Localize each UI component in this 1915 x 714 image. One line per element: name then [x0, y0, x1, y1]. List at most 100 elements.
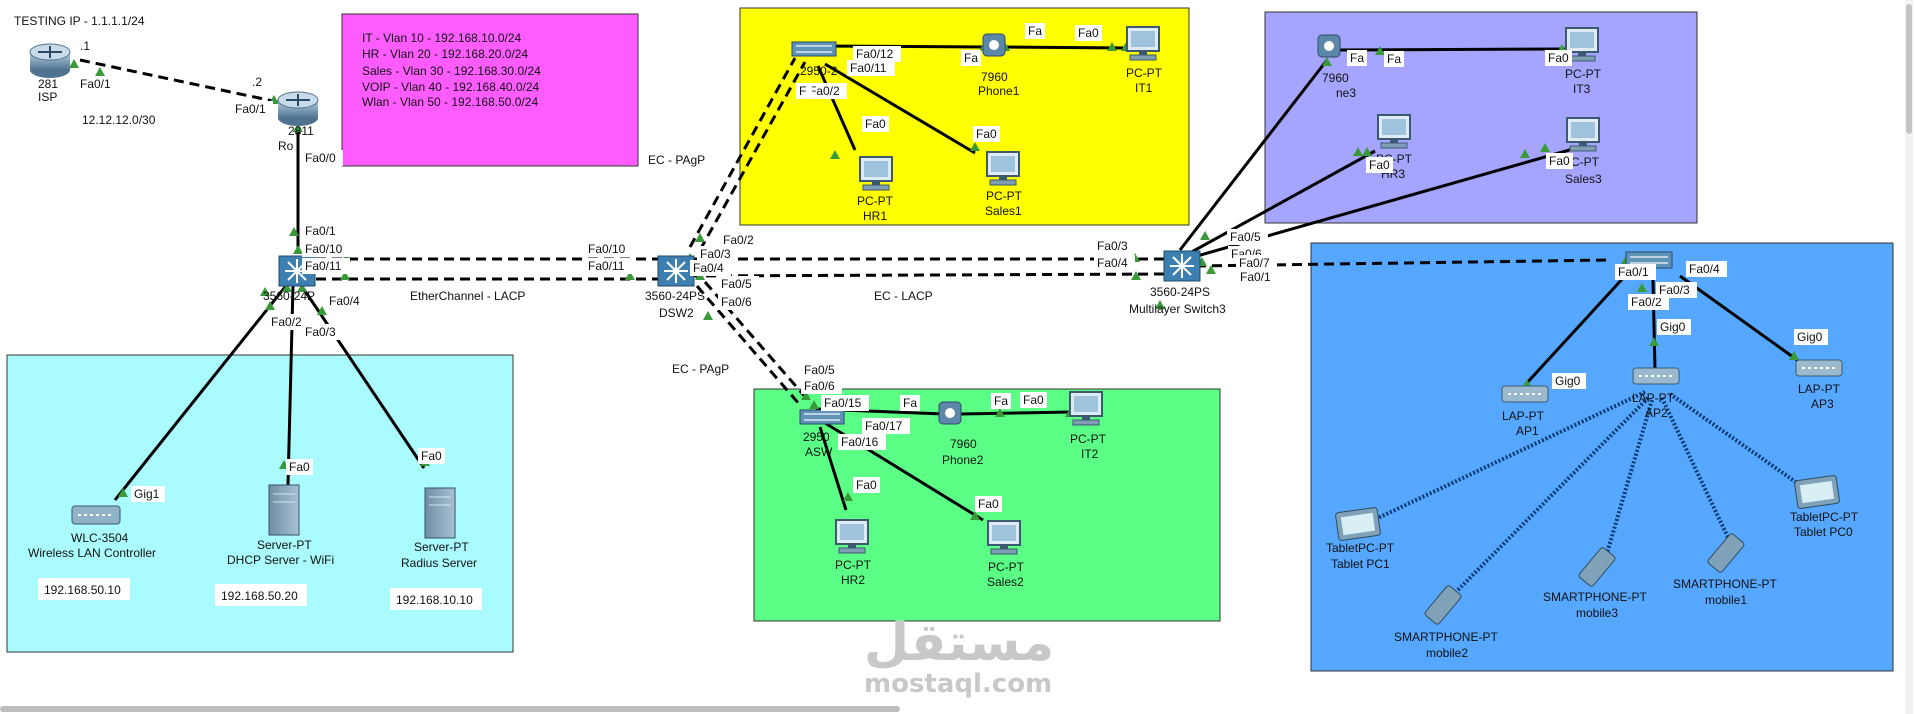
- port-status-indicator: [1155, 300, 1165, 309]
- tablet0-icon[interactable]: [1794, 475, 1840, 509]
- tablet1-icon[interactable]: [1335, 507, 1381, 541]
- link-apswitch-ap2: [1651, 279, 1657, 371]
- port-status-indicator: [1375, 46, 1385, 55]
- svg-text:Fa: Fa: [1350, 51, 1364, 65]
- sales2-pc-icon[interactable]: [987, 520, 1021, 555]
- sales3-pc-icon[interactable]: [1566, 117, 1600, 152]
- vertical-scrollbar-track[interactable]: [1905, 0, 1913, 714]
- ip-tag-dhcp: 192.168.50.20: [215, 584, 307, 606]
- asw1-icon[interactable]: [791, 41, 837, 57]
- svg-text:HR - Vlan 20 - 192.168.20.0/24: HR - Vlan 20 - 192.168.20.0/24: [362, 47, 528, 61]
- it3-pc-icon[interactable]: [1565, 27, 1599, 62]
- port-label: Fa0/1: [1237, 269, 1278, 285]
- svg-text:Fa0/5: Fa0/5: [1230, 230, 1261, 244]
- mobile3-icon[interactable]: [1578, 547, 1616, 588]
- port-status-indicator: [69, 59, 79, 68]
- port-label: Fa0/16: [838, 434, 886, 450]
- wlc-icon[interactable]: [71, 505, 121, 525]
- mobile1-icon[interactable]: [1707, 533, 1745, 574]
- asw2-icon[interactable]: [799, 409, 845, 425]
- link-asw1-sales1: [824, 62, 976, 155]
- ap2-icon[interactable]: [1632, 367, 1680, 385]
- port-label: Fa0: [1020, 392, 1047, 408]
- etherchannel-lacp-note: EtherChannel - LACP: [410, 289, 525, 303]
- it2-pc-icon[interactable]: [1069, 391, 1103, 426]
- ap3-icon[interactable]: [1795, 359, 1843, 377]
- it1-label-1: PC-PT: [1126, 66, 1163, 80]
- svg-text:Fa0: Fa0: [1023, 393, 1044, 407]
- svg-text:Fa0/2: Fa0/2: [723, 233, 754, 247]
- mobile3-label-2: mobile3: [1576, 606, 1618, 620]
- svg-text:Fa0/7: Fa0/7: [1239, 256, 1270, 270]
- sales1-pc-icon[interactable]: [986, 151, 1020, 186]
- sales3-label-1: C-PT: [1571, 155, 1600, 169]
- svg-text:Fa0/2: Fa0/2: [1631, 295, 1662, 309]
- router-2811-icon[interactable]: [277, 91, 319, 126]
- svg-text:Fa: Fa: [1387, 52, 1401, 66]
- link-isp-router: [79, 58, 293, 107]
- svg-text:Fa0/6: Fa0/6: [804, 379, 835, 393]
- port-status-indicator: [265, 301, 275, 310]
- it1-pc-icon[interactable]: [1126, 26, 1160, 61]
- port-label: Fa0/17: [862, 418, 910, 434]
- horizontal-scrollbar[interactable]: [0, 706, 900, 712]
- port-status-indicator: [843, 492, 853, 501]
- sales2-label-2: Sales2: [987, 575, 1024, 589]
- svg-text:Fa0: Fa0: [289, 460, 310, 474]
- ap1-icon[interactable]: [1501, 385, 1549, 403]
- port-label: Fa0/2: [1628, 294, 1669, 310]
- radius-label-1: Server-PT: [414, 540, 469, 554]
- port-label: Fa0/1: [302, 223, 343, 239]
- hr1-pc-icon[interactable]: [859, 156, 893, 191]
- isp-router-icon[interactable]: [29, 43, 71, 78]
- svg-text:Fa0/1: Fa0/1: [1240, 270, 1271, 284]
- dhcp-server-icon[interactable]: [268, 484, 300, 536]
- port-status-indicator: [1131, 271, 1141, 280]
- link-phone2-it2: [959, 410, 1072, 416]
- link-apswitch-ap3: [1679, 274, 1801, 364]
- port-label: Fa0/2: [806, 83, 847, 99]
- ec-lacp-note: EC - LACP: [874, 289, 933, 303]
- vertical-scrollbar-thumb[interactable]: [1906, 4, 1912, 134]
- link-dsw3-phone3: [1178, 59, 1329, 251]
- port-label: Fa0/3: [1656, 282, 1697, 298]
- dsw2-icon[interactable]: [657, 255, 695, 287]
- svg-text:IT - Vlan 10 - 192.168.10.0/24: IT - Vlan 10 - 192.168.10.0/24: [362, 31, 522, 45]
- port-label: Fa0: [286, 459, 313, 475]
- port-status-indicator: [317, 306, 327, 315]
- isp-side-ip: .1: [80, 39, 90, 53]
- sales1-label-1: PC-PT: [986, 189, 1023, 203]
- port-label: Fa: [991, 393, 1011, 409]
- svg-text:Fa0/3: Fa0/3: [1659, 283, 1690, 297]
- port-status-indicator: [282, 283, 292, 292]
- port-status-indicator: [970, 142, 980, 151]
- link-phone3-it3: [1339, 47, 1566, 52]
- port-label: Fa0: [1075, 25, 1102, 41]
- wlc-label-2: Wireless LAN Controller: [28, 546, 156, 560]
- isp-label-2: ISP: [38, 90, 57, 104]
- asw1-label-1: 2950-2: [800, 64, 838, 78]
- port-status-indicator: [1107, 42, 1117, 51]
- link-asw1-phone1: [819, 44, 989, 49]
- hr2-pc-icon[interactable]: [835, 519, 869, 554]
- sales1-label-2: Sales1: [985, 204, 1022, 218]
- phone1-icon[interactable]: [982, 33, 1006, 57]
- radius-server-icon[interactable]: [424, 487, 456, 539]
- isp-label-1: 281: [38, 77, 58, 91]
- phone2-icon[interactable]: [938, 401, 962, 425]
- dsw3-icon[interactable]: [1163, 250, 1201, 282]
- hr3-pc-icon[interactable]: [1377, 114, 1411, 149]
- port-label: Fa0/10: [302, 241, 350, 257]
- port-label: Fa0/6: [801, 378, 842, 394]
- mobile2-icon[interactable]: [1424, 585, 1462, 626]
- port-label: Fa0/10: [585, 241, 633, 257]
- ap3-label-2: AP3: [1811, 397, 1834, 411]
- port-status-indicator: [1540, 143, 1550, 152]
- isp-subnet-note: 12.12.12.0/30: [82, 113, 156, 127]
- phone3-icon[interactable]: [1317, 34, 1341, 58]
- port-label: Fa0/11: [847, 60, 895, 76]
- link-dsw2-asw1-a: [688, 57, 797, 248]
- tablet1-label-2: Tablet PC1: [1331, 557, 1390, 571]
- svg-text:Fa0/5: Fa0/5: [804, 363, 835, 377]
